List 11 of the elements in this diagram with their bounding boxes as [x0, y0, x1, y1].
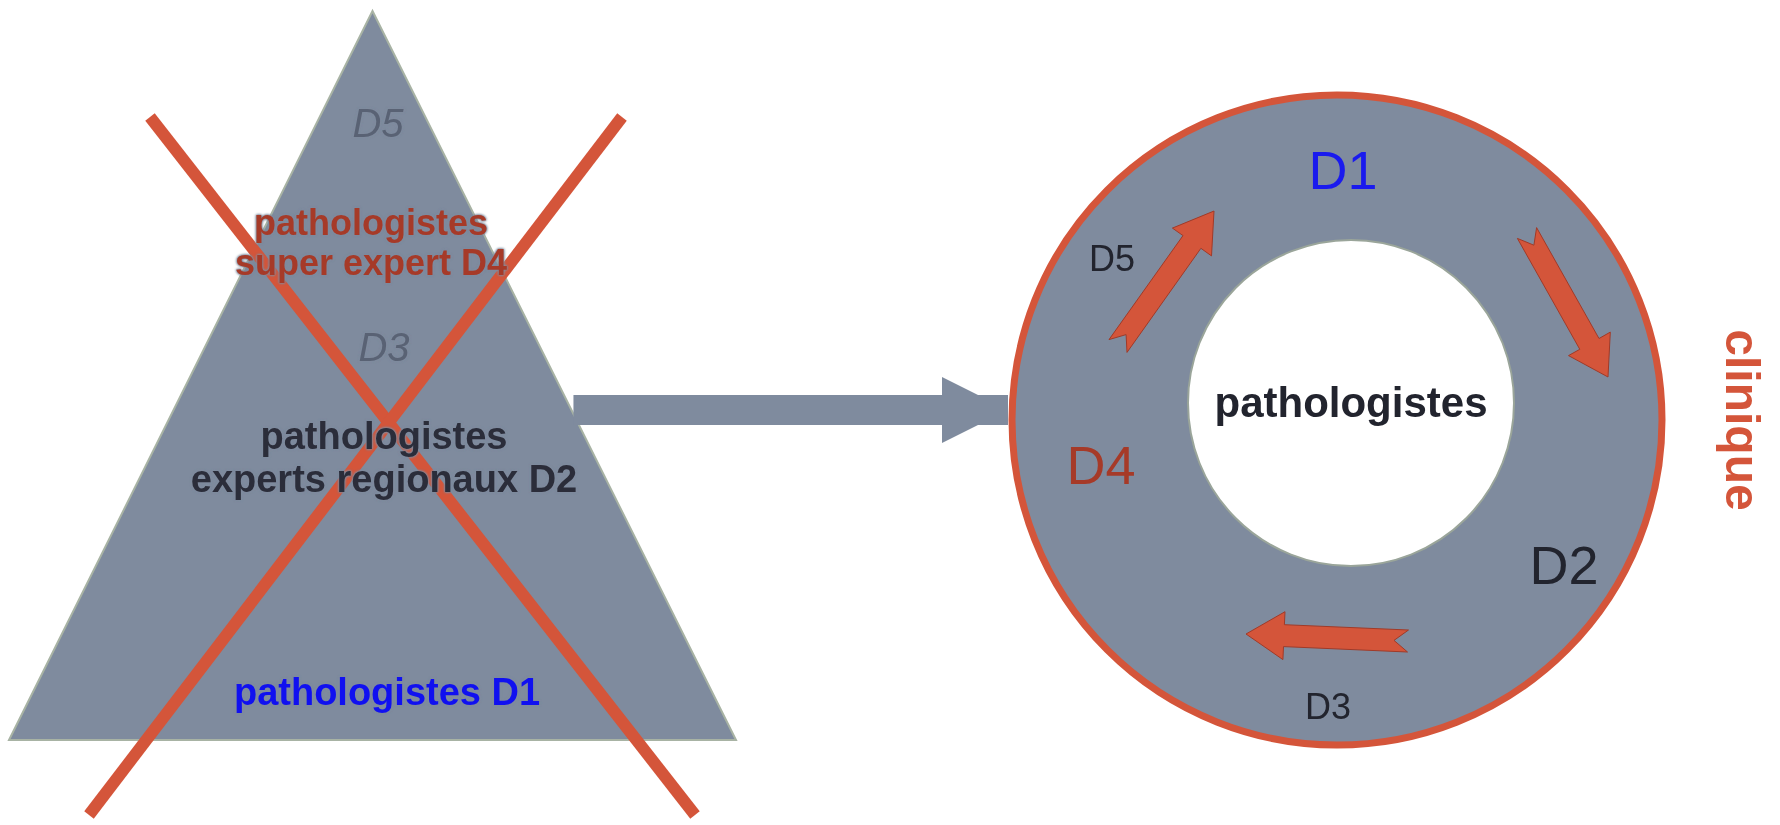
- side-label: clinique: [1715, 329, 1769, 511]
- node-label: D1: [1307, 139, 1379, 201]
- node-label: D2: [1528, 534, 1600, 596]
- node-label: D3: [1304, 686, 1352, 728]
- node-label: D5: [1088, 238, 1136, 280]
- arrow: [573, 377, 1008, 443]
- node-label: pathologistes D1: [232, 670, 542, 714]
- inner-circle: [1186, 238, 1516, 568]
- node-label: D4: [1065, 434, 1137, 496]
- pyramid-triangle: [9, 11, 736, 740]
- node-label: pathologistes: [1213, 379, 1489, 427]
